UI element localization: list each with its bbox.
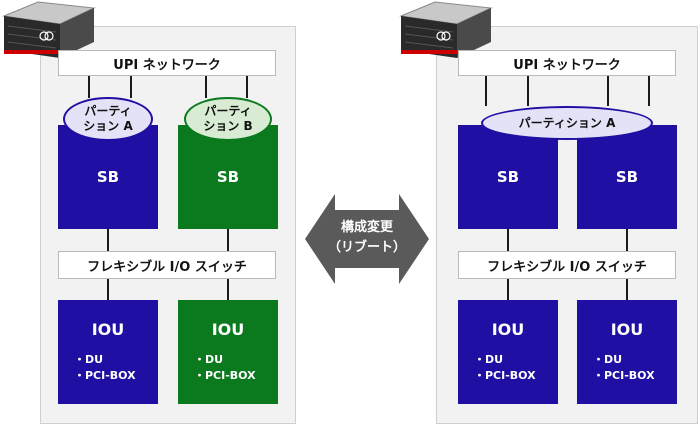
iou-item-du: ・DU xyxy=(194,353,224,366)
connector-line xyxy=(130,76,132,98)
connector-line xyxy=(626,279,628,300)
reconfig-label: 構成変更 （リブート） xyxy=(325,218,409,258)
fujitsu-logo-icon xyxy=(39,31,54,41)
connector-line xyxy=(507,279,509,300)
connector-line xyxy=(227,279,229,300)
reconfig-line1: 構成変更 xyxy=(340,220,393,235)
io-switch-bar: フレキシブル I/O スイッチ xyxy=(458,251,676,279)
sb-label: SB xyxy=(96,168,120,186)
connector-line xyxy=(227,229,229,251)
fujitsu-logo-icon xyxy=(436,31,451,41)
connector-line xyxy=(485,76,487,106)
upi-network-bar: UPI ネットワーク xyxy=(58,50,276,76)
sb-label: SB xyxy=(496,168,520,186)
iou-item-du: ・DU xyxy=(474,353,504,366)
iou-item-pci-box: ・PCI-BOX xyxy=(593,369,655,382)
connector-line xyxy=(107,229,109,251)
connector-line xyxy=(246,76,248,98)
sb-board-right: SB xyxy=(178,125,278,229)
iou-unit-left: IOU ・DU ・PCI-BOX xyxy=(58,300,158,404)
iou-item-pci-box: ・PCI-BOX xyxy=(74,369,136,382)
sb-label: SB xyxy=(615,168,639,186)
upi-network-bar: UPI ネットワーク xyxy=(458,50,676,76)
iou-item-du: ・DU xyxy=(74,353,104,366)
partition-a-oval: パーティション A xyxy=(481,106,653,140)
iou-unit-right: IOU ・DU ・PCI-BOX xyxy=(178,300,278,404)
iou-title: IOU xyxy=(491,320,525,339)
double-arrow-icon xyxy=(305,194,429,284)
sb-board-right: SB xyxy=(577,125,677,229)
iou-title: IOU xyxy=(91,320,125,339)
iou-title: IOU xyxy=(211,320,245,339)
iou-unit-right: IOU ・DU ・PCI-BOX xyxy=(577,300,677,404)
server-icon xyxy=(2,1,96,58)
partition-a-oval: パーティ ション A xyxy=(63,97,153,141)
connector-line xyxy=(607,76,609,106)
iou-item-pci-box: ・PCI-BOX xyxy=(194,369,256,382)
iou-item-du: ・DU xyxy=(593,353,623,366)
sb-board-left: SB xyxy=(458,125,558,229)
sb-board-left: SB xyxy=(58,125,158,229)
iou-unit-left: IOU ・DU ・PCI-BOX xyxy=(458,300,558,404)
connector-line xyxy=(648,76,650,106)
connector-line xyxy=(507,229,509,251)
server-icon xyxy=(399,1,493,58)
partition-b-oval: パーティ ション B xyxy=(184,97,272,141)
iou-title: IOU xyxy=(610,320,644,339)
reconfig-line2: （リブート） xyxy=(327,240,406,255)
sb-label: SB xyxy=(216,168,240,186)
iou-item-pci-box: ・PCI-BOX xyxy=(474,369,536,382)
io-switch-bar: フレキシブル I/O スイッチ xyxy=(58,251,276,279)
connector-line xyxy=(107,279,109,300)
connector-line xyxy=(205,76,207,98)
connector-line xyxy=(527,76,529,106)
connector-line xyxy=(626,229,628,251)
connector-line xyxy=(88,76,90,98)
